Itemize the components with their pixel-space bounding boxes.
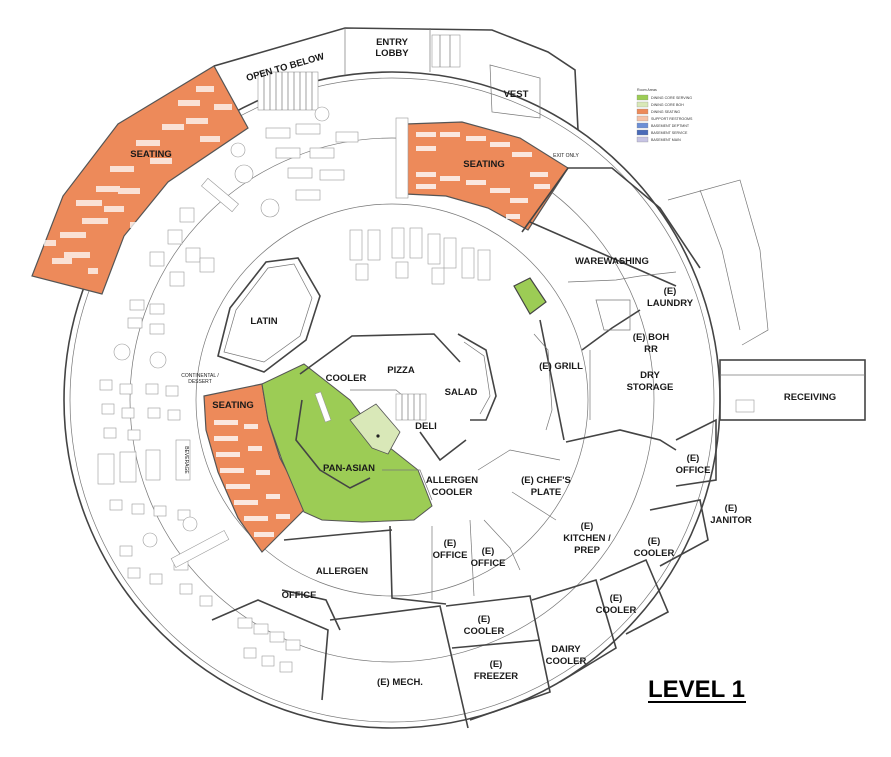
label-freezer-2: FREEZER — [474, 671, 518, 682]
label-office-e-2: OFFICE — [676, 465, 711, 476]
label-beverage: BEVERAGE — [183, 446, 189, 474]
label-cooler-e2-1: (E) — [610, 593, 623, 604]
seating-tables-northwest — [44, 86, 232, 274]
label-office-c2-2: OFFICE — [471, 558, 506, 569]
seating-tables-north — [416, 132, 550, 219]
label-freezer-1: (E) — [490, 659, 503, 670]
label-vest: VEST — [504, 89, 529, 100]
legend-swatch — [636, 129, 649, 136]
label-chefs-plate-1: (E) CHEF'S — [521, 475, 571, 486]
label-allergen-cooler-2: COOLER — [432, 487, 473, 498]
label-chefs-plate-2: PLATE — [531, 487, 561, 498]
label-warewashing: WAREWASHING — [575, 256, 649, 267]
label-dairy-cooler-1: DAIRY — [551, 644, 581, 655]
label-office-e-1: (E) — [687, 453, 700, 464]
legend-item-label: BASEMENT SERVICE — [651, 131, 688, 135]
label-seating-north: SEATING — [463, 159, 505, 170]
label-janitor-2: JANITOR — [710, 515, 752, 526]
label-entry-lobby-2: LOBBY — [375, 48, 409, 59]
label-receiving: RECEIVING — [784, 392, 836, 403]
stair-open-below — [257, 71, 319, 111]
label-grill: (E) GRILL — [539, 361, 583, 372]
label-pan-asian: PAN-ASIAN — [323, 463, 375, 474]
label-continental: CONTINENTAL / — [181, 373, 219, 379]
label-kitchen-1: (E) — [581, 521, 594, 532]
label-office-c1-2: OFFICE — [433, 550, 468, 561]
deli-boh-area — [349, 403, 401, 455]
room-area-legend: Room Areas DINING CORE SERVING DINING COR… — [636, 88, 693, 143]
central-station-walls — [217, 257, 497, 501]
entry-door-frame — [431, 34, 461, 68]
pan-asian-counter — [295, 399, 371, 489]
label-seating-northwest: SEATING — [130, 149, 172, 160]
label-allergen-cooler-1: ALLERGEN — [426, 475, 478, 486]
label-cooler-e1-1: (E) — [648, 536, 661, 547]
label-cooler-e2-2: COOLER — [596, 605, 637, 616]
label-laundry-1: (E) — [664, 286, 677, 297]
level-title: LEVEL 1 — [648, 676, 745, 703]
label-entry-lobby: ENTRY — [376, 37, 409, 48]
label-pizza: PIZZA — [387, 365, 415, 376]
restroom-block — [211, 599, 329, 701]
beverage-station — [175, 439, 191, 481]
label-cooler-center: COOLER — [326, 373, 367, 384]
legend-swatch — [636, 115, 649, 122]
label-latin: LATIN — [250, 316, 277, 327]
legend-swatch — [636, 108, 649, 115]
label-office-c2-1: (E) — [482, 546, 495, 557]
label-seating-west: SEATING — [212, 400, 254, 411]
legend-swatch — [636, 101, 649, 108]
legend-swatch — [636, 94, 649, 101]
legend-item-label: BASEMENT DEPTMNT — [651, 124, 690, 128]
label-dairy-cooler-2: COOLER — [546, 656, 587, 667]
label-office-c1-1: (E) — [444, 538, 457, 549]
label-kitchen-3: PREP — [574, 545, 601, 556]
label-dry-storage-2: STORAGE — [627, 382, 674, 393]
label-janitor-1: (E) — [725, 503, 738, 514]
stair-core — [395, 393, 427, 421]
label-allergen: ALLERGEN — [316, 566, 368, 577]
label-boh-rr-2: RR — [644, 344, 658, 355]
legend-item-label: DINING CORE SERVING — [651, 96, 692, 100]
legend-item-label: BASEMENT MAIN — [651, 138, 681, 142]
entry-wing — [213, 27, 579, 131]
receiving-wing — [667, 179, 866, 421]
label-laundry-2: LAUNDRY — [647, 298, 694, 309]
north-seating-wall — [395, 117, 409, 199]
label-boh-rr-1: (E) BOH — [633, 332, 670, 343]
label-kitchen-2: KITCHEN / — [563, 533, 611, 544]
legend-item-label: SUPPORT RESTROOMS — [651, 117, 693, 121]
label-exit-only: EXIT ONLY — [553, 153, 579, 159]
label-dessert: DESSERT — [188, 379, 212, 385]
legend-item-label: DINING CORE BOH — [651, 103, 684, 107]
legend-swatch — [636, 136, 649, 143]
seating-tables-west — [214, 420, 290, 537]
label-cooler-s-1: (E) — [478, 614, 491, 625]
label-cooler-e1-2: COOLER — [634, 548, 675, 559]
legend-title: Room Areas — [637, 88, 657, 92]
legend-swatch — [636, 122, 649, 129]
kitchen-walls — [281, 167, 717, 729]
room-labels: ENTRY LOBBY OPEN TO BELOW VEST SEATING S… — [130, 37, 836, 688]
label-salad: SALAD — [445, 387, 478, 398]
pan-asian-area — [261, 363, 433, 523]
label-mech: (E) MECH. — [377, 677, 423, 688]
label-cooler-s-2: COOLER — [464, 626, 505, 637]
label-office-south: OFFICE — [282, 590, 317, 601]
dining-furniture — [97, 106, 491, 607]
legend-item-label: DINING SEATING — [651, 110, 680, 114]
label-deli: DELI — [415, 421, 437, 432]
label-dry-storage-1: DRY — [640, 370, 660, 381]
grill-serving-area — [513, 277, 547, 315]
